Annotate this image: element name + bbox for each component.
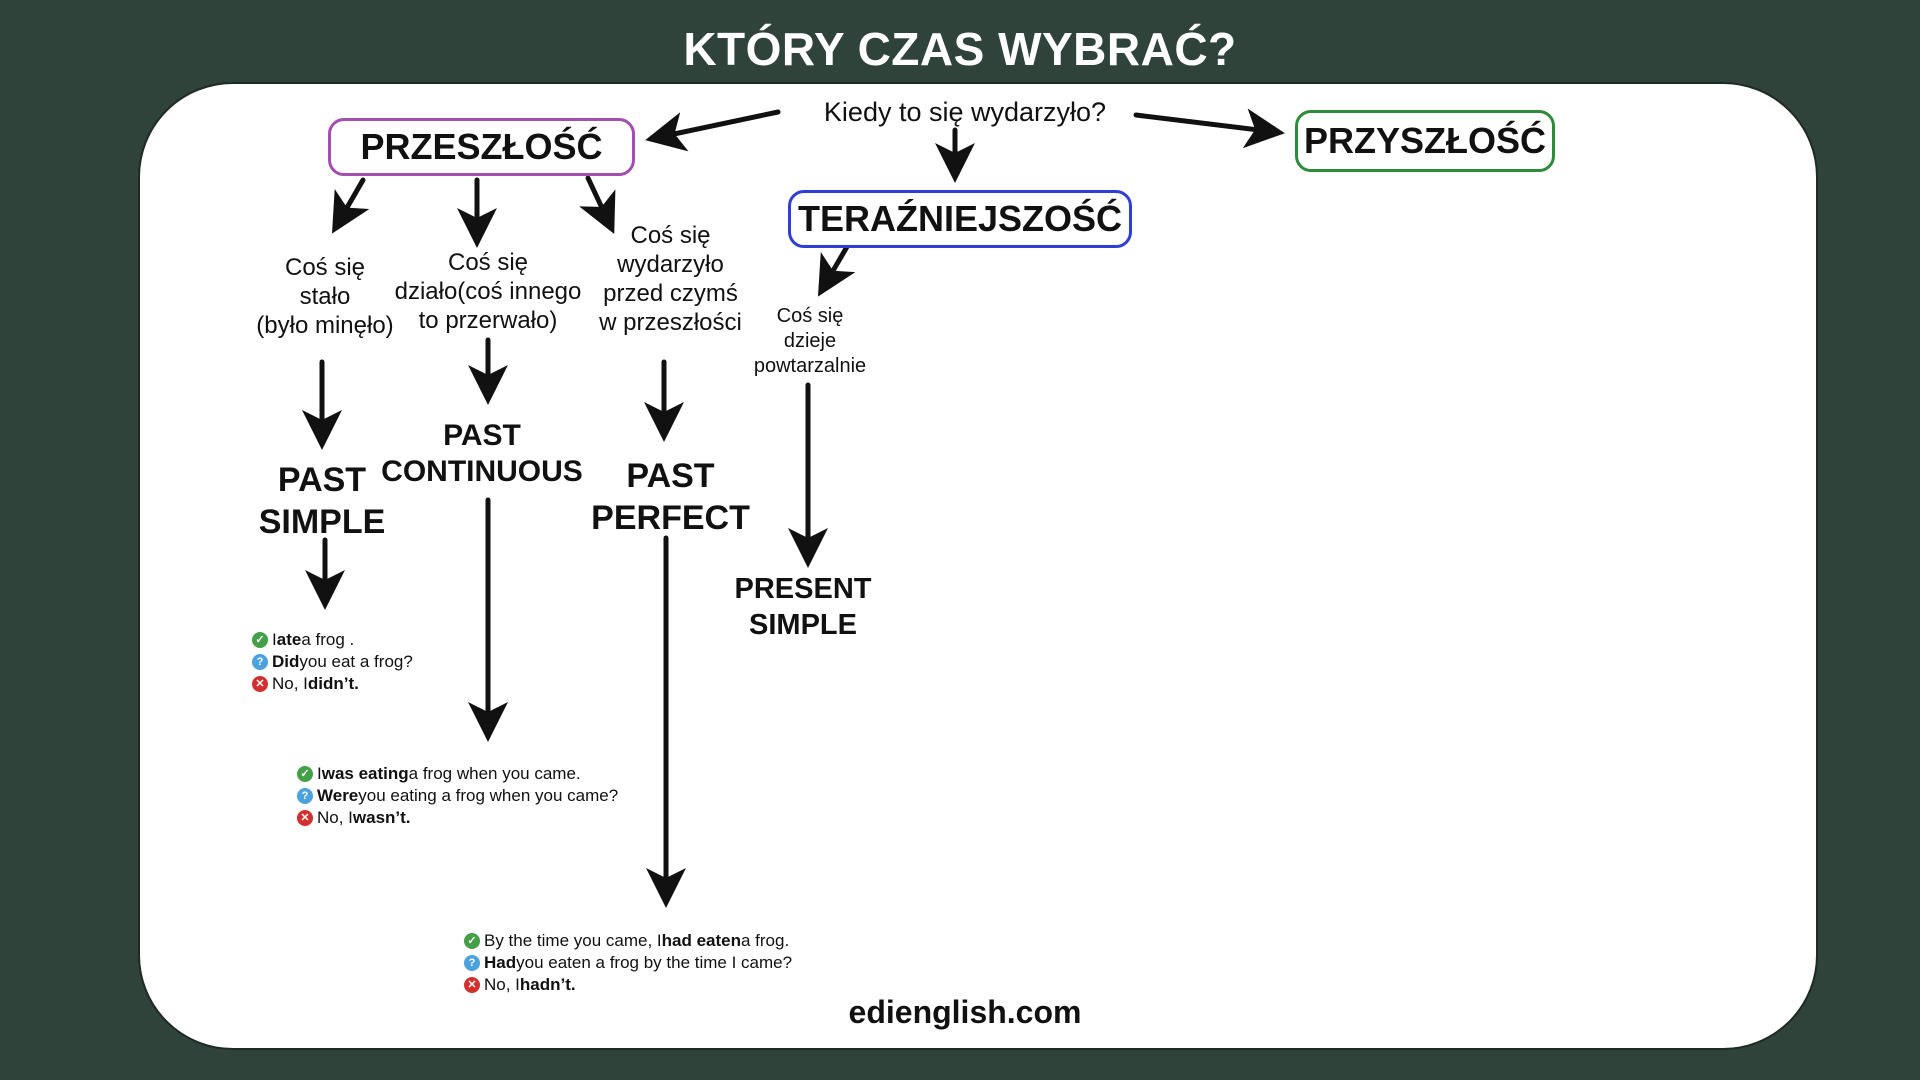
question-label: Kiedy to się wydarzyło?: [823, 97, 1107, 127]
tense-past-perfect: PAST PERFECT: [591, 457, 750, 537]
question-circle-icon: ?: [464, 955, 480, 971]
page-title: KTÓRY CZAS WYBRAĆ?: [683, 23, 1237, 75]
cross-circle-icon: ✕: [252, 676, 268, 692]
tense-past-simple: PAST SIMPLE: [258, 461, 386, 541]
present-box: TERAŹNIEJSZOŚĆ: [788, 190, 1132, 248]
check-circle-icon: ✓: [252, 632, 268, 648]
question-circle-icon: ?: [252, 654, 268, 670]
cross-circle-icon: ✕: [464, 977, 480, 993]
footer-site: edienglish.com: [848, 994, 1082, 1030]
tense-past-continuous: PAST CONTINUOUS: [381, 419, 583, 488]
example-question: ? Did you eat a frog?: [252, 651, 413, 673]
examples-past-simple: ✓ I ate a frog . ? Did you eat a frog? ✕…: [252, 629, 413, 695]
future-box: PRZYSZŁOŚĆ: [1295, 110, 1555, 172]
example-negative: ✕ No, I wasn’t.: [297, 807, 618, 829]
examples-past-continuous: ✓ I was eating a frog when you came. ? W…: [297, 763, 618, 829]
question-circle-icon: ?: [297, 788, 313, 804]
example-question: ? Had you eaten a frog by the time I cam…: [464, 952, 792, 974]
condition-past-continuous: Coś się działo(coś innego to przerwało): [394, 249, 582, 334]
example-negative: ✕ No, I hadn’t.: [464, 974, 792, 996]
cross-circle-icon: ✕: [297, 810, 313, 826]
condition-past-simple: Coś się stało (było minęło): [256, 254, 394, 339]
condition-present-simple: Coś się dzieje powtarzalnie: [753, 305, 867, 377]
example-affirmative: ✓ By the time you came, I had eaten a fr…: [464, 930, 792, 952]
examples-past-perfect: ✓ By the time you came, I had eaten a fr…: [464, 930, 792, 996]
check-circle-icon: ✓: [464, 933, 480, 949]
check-circle-icon: ✓: [297, 766, 313, 782]
past-box: PRZESZŁOŚĆ: [328, 118, 635, 176]
condition-past-perfect: Coś się wydarzyło przed czymś w przeszło…: [599, 222, 742, 336]
example-affirmative: ✓ I was eating a frog when you came.: [297, 763, 618, 785]
example-negative: ✕ No, I didn’t.: [252, 673, 413, 695]
tense-present-simple: PRESENT SIMPLE: [734, 573, 872, 641]
example-affirmative: ✓ I ate a frog .: [252, 629, 413, 651]
example-question: ? Were you eating a frog when you came?: [297, 785, 618, 807]
